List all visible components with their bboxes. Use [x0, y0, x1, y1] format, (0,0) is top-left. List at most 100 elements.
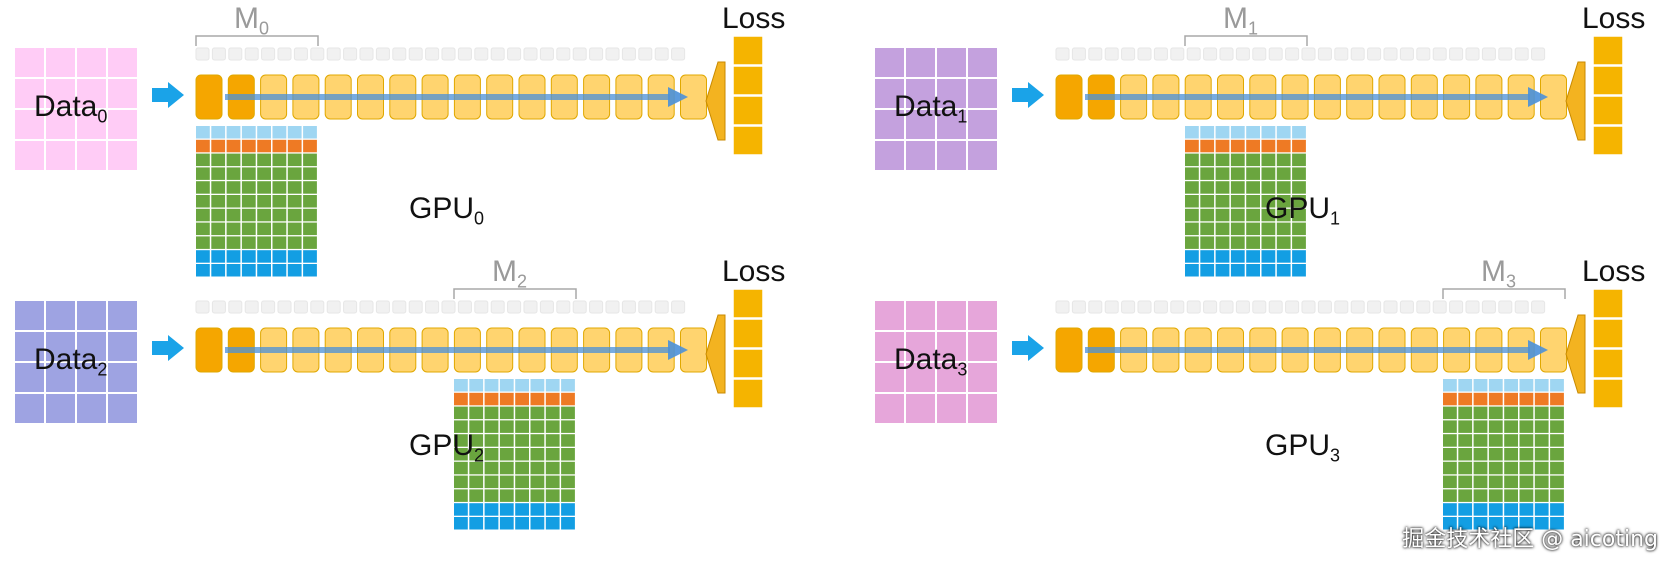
- memory-row-optimizer: [1276, 167, 1291, 180]
- memory-row-optimizer: [272, 167, 287, 180]
- memory-row-activations: [1534, 517, 1549, 530]
- ghost-row-2: [195, 300, 686, 314]
- memory-row-optimizer: [1276, 236, 1291, 249]
- memory-row-grads: [469, 392, 484, 406]
- loss-cell: [732, 348, 764, 379]
- memory-row-optimizer: [1246, 236, 1260, 249]
- ghost-cell: [589, 300, 604, 314]
- ghost-cell: [1334, 47, 1349, 61]
- memory-row-optimizer: [1230, 153, 1245, 167]
- data-grid-1: [873, 46, 999, 172]
- memory-row-optimizer: [1550, 420, 1564, 433]
- memory-row-optimizer: [515, 434, 529, 447]
- data-cell: [13, 46, 46, 79]
- ghost-cell: [392, 47, 407, 61]
- ghost-cell: [556, 47, 571, 61]
- memory-row-optimizer: [1488, 406, 1503, 420]
- memory-row-activations: [1550, 517, 1564, 530]
- memory-row-optimizer: [1261, 153, 1276, 167]
- ghost-cell: [1465, 300, 1480, 314]
- ghost-cell: [1334, 300, 1349, 314]
- memory-row-params: [257, 126, 271, 139]
- memory-row-optimizer: [1519, 420, 1534, 433]
- memory-row-params: [1458, 379, 1473, 392]
- memory-row-optimizer: [196, 195, 210, 208]
- data-input-arrow: [1012, 82, 1044, 108]
- shard-bracket-0: [195, 35, 319, 46]
- memory-row-optimizer: [272, 222, 287, 236]
- loss-cell: [732, 95, 764, 126]
- memory-row-activations: [1550, 503, 1564, 516]
- ghost-cell: [293, 47, 308, 61]
- gpu-label-3: GPU3: [1265, 429, 1340, 465]
- memory-row-optimizer: [1458, 475, 1473, 489]
- ghost-cell: [539, 300, 554, 314]
- model-shard-label-2-text: M: [492, 255, 517, 288]
- memory-row-activations: [1519, 517, 1534, 530]
- memory-row-activations: [515, 503, 529, 516]
- data-cell: [966, 392, 999, 425]
- memory-row-optimizer: [241, 181, 256, 194]
- memory-row-optimizer: [1230, 222, 1245, 236]
- gpu-label-3-text: GPU: [1265, 429, 1331, 462]
- data-cell: [13, 330, 46, 363]
- ghost-cell: [277, 300, 292, 314]
- memory-row-activations: [561, 503, 575, 516]
- memory-row-activations: [499, 503, 514, 516]
- memory-row-grads: [561, 392, 575, 406]
- ghost-cell: [1514, 300, 1529, 314]
- memory-row-optimizer: [515, 420, 529, 433]
- ghost-cell: [1416, 47, 1431, 61]
- data-cell: [75, 299, 108, 332]
- ghost-cell: [1317, 47, 1332, 61]
- memory-row-optimizer: [226, 167, 241, 180]
- loss-connector: [1565, 61, 1586, 141]
- data-cell: [106, 299, 139, 332]
- ghost-cell: [1416, 300, 1431, 314]
- memory-row-optimizer: [1246, 153, 1260, 167]
- memory-row-optimizer: [303, 153, 317, 167]
- memory-row-grads: [1246, 139, 1260, 153]
- memory-row-optimizer: [1488, 475, 1503, 489]
- memory-row-optimizer: [499, 475, 514, 489]
- memory-row-grads: [1504, 392, 1518, 406]
- memory-row-optimizer: [499, 406, 514, 420]
- ghost-cell: [572, 300, 587, 314]
- memory-row-optimizer: [1473, 420, 1488, 433]
- memory-row-optimizer: [1215, 195, 1230, 208]
- memory-row-optimizer: [469, 448, 484, 461]
- ghost-cell: [1235, 300, 1250, 314]
- gpu-label-0: GPU0: [409, 194, 485, 229]
- memory-row-optimizer: [1458, 448, 1473, 461]
- memory-row-activations: [1246, 250, 1260, 263]
- memory-row-optimizer: [530, 448, 545, 461]
- memory-row-optimizer: [1292, 222, 1306, 236]
- memory-row-grads: [211, 139, 226, 153]
- memory-row-optimizer: [1473, 489, 1488, 502]
- ghost-cell: [1481, 300, 1496, 314]
- memory-row-activations: [1200, 250, 1215, 263]
- data-cell: [935, 108, 968, 141]
- memory-row-optimizer: [257, 236, 271, 249]
- gpu-label-0-subscript: 0: [474, 208, 485, 229]
- model-shard-label-3-text: M: [1481, 255, 1506, 288]
- data-input-arrow: [152, 82, 184, 108]
- memory-row-optimizer: [272, 181, 287, 194]
- memory-row-params: [303, 126, 317, 139]
- memory-row-optimizer: [530, 420, 545, 433]
- memory-row-activations: [545, 517, 560, 530]
- data-label-2-subscript: 2: [97, 359, 108, 380]
- data-cell: [966, 361, 999, 394]
- loss-cell: [732, 125, 764, 156]
- ghost-cell: [228, 47, 243, 61]
- memory-row-optimizer: [469, 461, 484, 475]
- memory-row-optimizer: [1185, 208, 1199, 222]
- data-cell: [75, 139, 108, 172]
- memory-row-activations: [1215, 264, 1230, 277]
- memory-row-optimizer: [1473, 406, 1488, 420]
- ghost-cell: [572, 47, 587, 61]
- memory-row-grads: [545, 392, 560, 406]
- memory-row-params: [515, 379, 529, 392]
- memory-row-optimizer: [1261, 181, 1276, 194]
- memory-row-optimizer: [1443, 489, 1457, 502]
